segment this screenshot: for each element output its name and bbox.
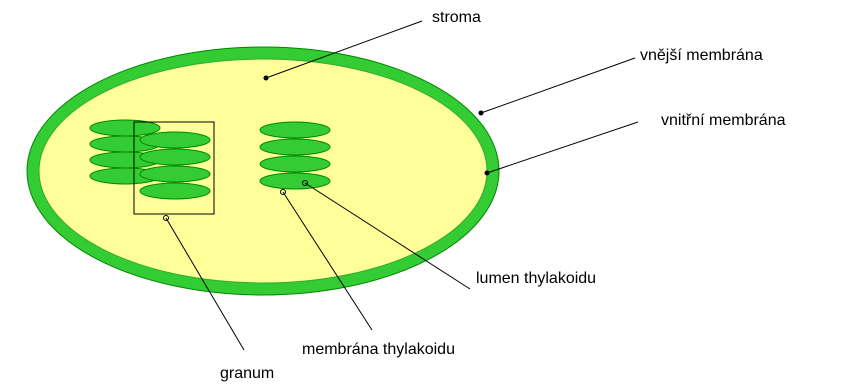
thylakoid-disc xyxy=(140,166,210,182)
leader-outer-membrane-dot xyxy=(479,111,484,116)
thylakoid-disc xyxy=(140,132,210,148)
leader-inner-membrane-dot xyxy=(485,171,490,176)
label-lumen: lumen thylakoidu xyxy=(476,271,596,287)
leader-inner-membrane xyxy=(487,122,638,173)
leader-outer-membrane xyxy=(481,58,635,113)
thylakoid-disc xyxy=(260,139,330,155)
thylakoid-disc xyxy=(260,173,330,189)
thylakoid-disc xyxy=(140,149,210,165)
label-granum: granum xyxy=(220,366,274,382)
thylakoid-disc xyxy=(260,122,330,138)
leader-stroma-dot xyxy=(264,76,269,81)
thylakoid-disc xyxy=(260,156,330,172)
thylakoid-disc xyxy=(140,183,210,199)
label-stroma: stroma xyxy=(432,10,481,26)
label-thylakoid-membrane: membrána thylakoidu xyxy=(302,342,455,358)
label-outer-membrane: vnější membrána xyxy=(640,48,763,64)
label-inner-membrane: vnitřní membrána xyxy=(661,113,786,129)
